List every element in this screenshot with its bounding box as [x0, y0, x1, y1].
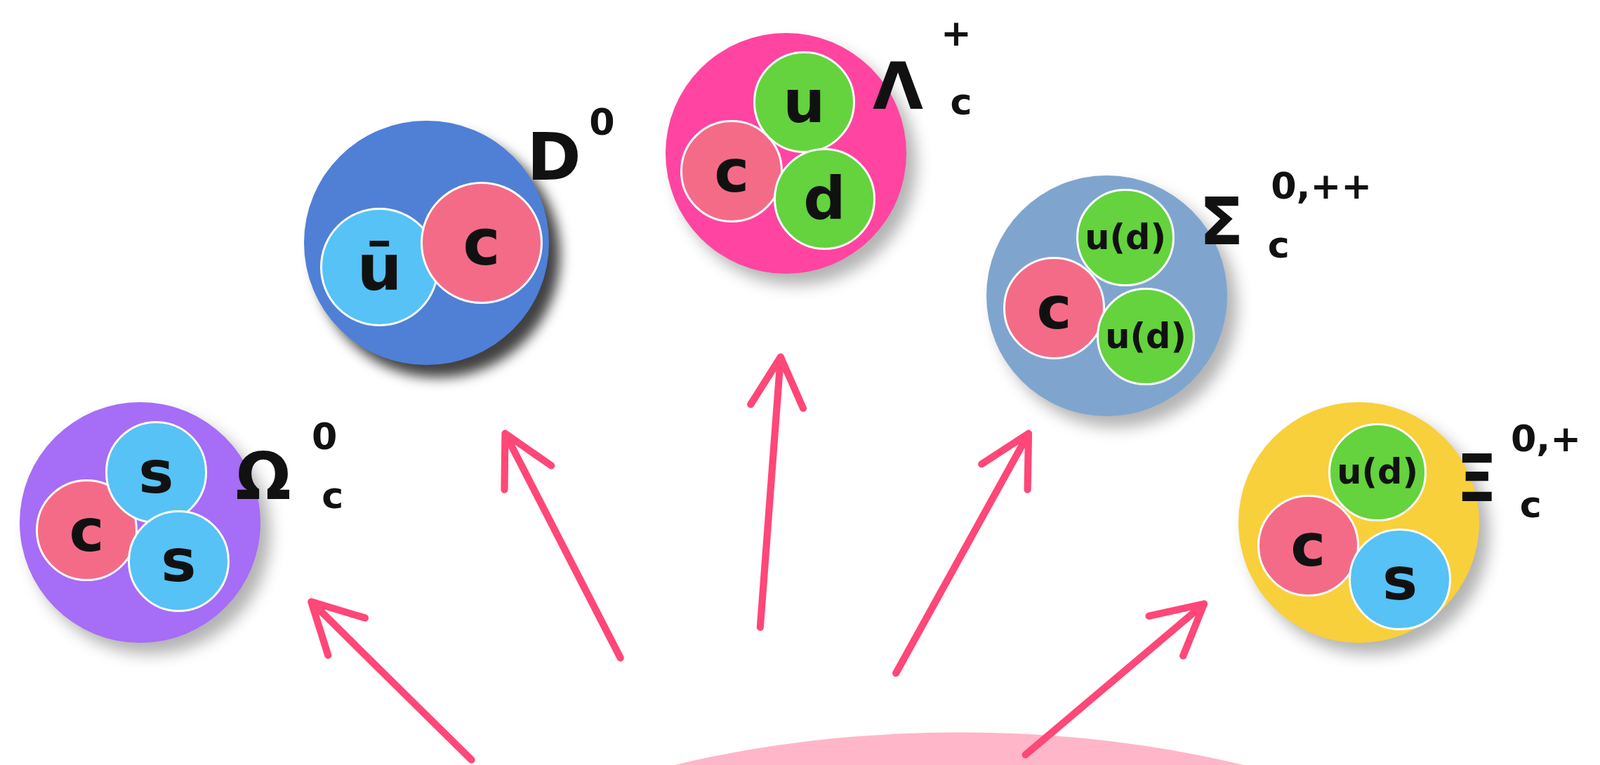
charge-superscript: 0,+ [1510, 420, 1582, 458]
hadron-symbol: Ξ [1456, 447, 1498, 513]
hadron-circle: D0ūc [303, 120, 550, 366]
quark-circle: u [753, 51, 856, 154]
collision-ground [326, 732, 1592, 765]
quark-label: c [462, 211, 500, 275]
arrow [750, 357, 804, 628]
quark-label: c [69, 501, 105, 561]
quark-label: u(d) [1336, 454, 1419, 490]
hadron-symbol: Λ [872, 54, 924, 120]
charge-superscript: 0,++ [1270, 167, 1372, 204]
quark-label: u(d) [1084, 220, 1167, 255]
hadron-symbol: D [527, 125, 582, 191]
quark-label: ū [357, 235, 403, 300]
charge-superscript: 0 [589, 103, 615, 141]
quark-circle: u(d) [1328, 423, 1427, 522]
charge-superscript: 0 [311, 418, 337, 455]
quark-circle: s [1348, 528, 1451, 631]
arrow [311, 601, 472, 760]
quark-circle: u(d) [1076, 188, 1175, 288]
flavour-subscript: c [1519, 486, 1542, 524]
flavour-subscript: c [321, 477, 344, 514]
quark-circle: ū [320, 207, 439, 327]
quark-label: s [1382, 549, 1418, 609]
quark-label: c [1036, 278, 1072, 338]
quark-circle: d [773, 148, 876, 250]
quark-circle: c [420, 181, 543, 304]
hadron-circle: Λ+ccud [665, 32, 907, 274]
quark-label: s [138, 443, 174, 502]
quark-label: u [782, 72, 825, 132]
hadron-circle: Ω0ccss [19, 402, 261, 644]
quark-circle: s [105, 421, 208, 524]
quark-circle: s [127, 510, 230, 613]
quark-circle: u(d) [1096, 287, 1195, 387]
charge-superscript: + [940, 14, 972, 51]
quark-label: d [803, 169, 846, 229]
arrow [1025, 603, 1205, 755]
hadron-circle: Ξ0,+ccu(d)s [1238, 402, 1480, 644]
quark-circle: c [1003, 256, 1106, 359]
arrow [504, 433, 620, 659]
production-arrows [311, 357, 1205, 761]
hadron-circle: Σ0,++ccu(d)u(d) [986, 175, 1228, 417]
hadron-symbol: Σ [1199, 189, 1245, 255]
quark-circle: c [1257, 494, 1360, 597]
arrow [895, 433, 1029, 674]
quark-label: u(d) [1105, 319, 1187, 354]
hadron-symbol: Ω [235, 445, 291, 511]
quark-label: c [713, 141, 750, 201]
flavour-subscript: c [950, 83, 973, 121]
flavour-subscript: c [1267, 226, 1290, 264]
quark-label: s [160, 531, 196, 591]
quark-label: c [1290, 516, 1326, 575]
